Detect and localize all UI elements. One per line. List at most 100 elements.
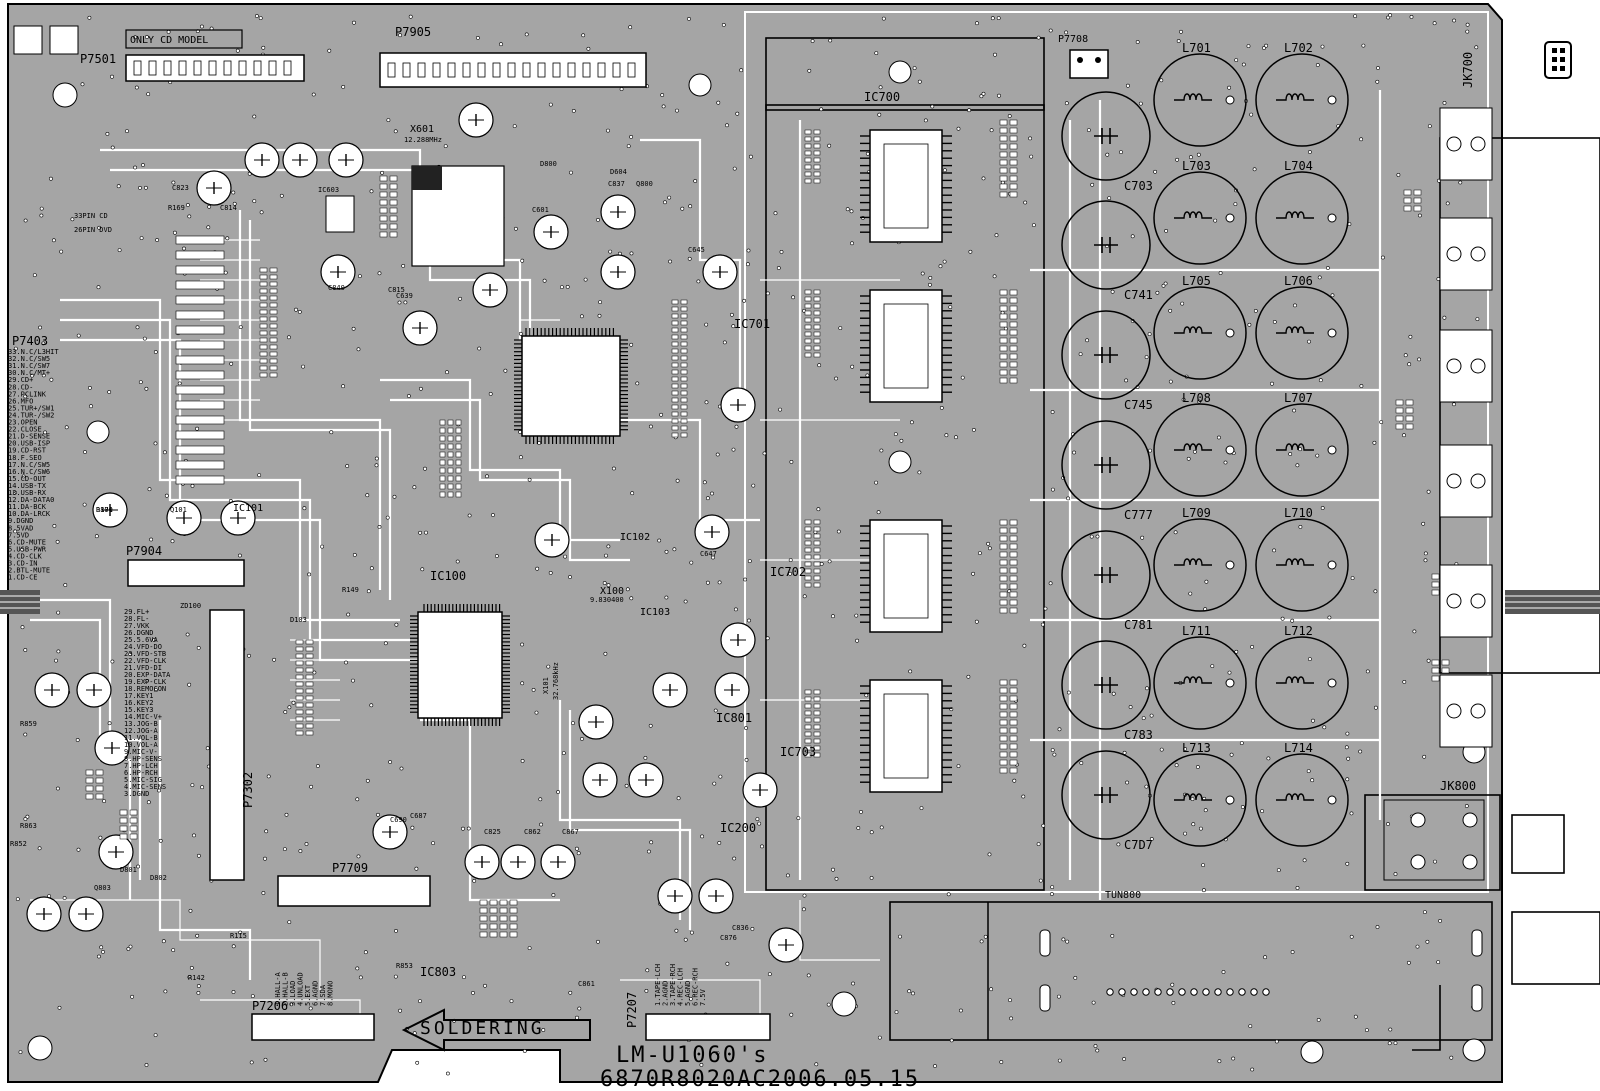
component-ref-label: R115 <box>230 932 247 940</box>
tuner-box <box>889 901 1493 1041</box>
pin-label: 12.DA-DATA0 <box>8 496 54 504</box>
big-cap-label-6: C7D7 <box>1124 838 1153 852</box>
component-ref-label: C639 <box>396 292 413 300</box>
mounting-holes <box>27 60 1486 1064</box>
inductor-label-0: L701 <box>1182 41 1211 55</box>
pin-label: 26.DGND <box>124 629 154 637</box>
ic100-label: IC100 <box>430 569 466 583</box>
pin-label: 22.VFD-CLK <box>124 657 167 665</box>
pin-label: 7.5V <box>699 988 707 1006</box>
pin-label: 17.KEY1 <box>124 692 154 700</box>
pin-label: 1.TAPE-LCH <box>654 964 662 1006</box>
component-ref-label: C645 <box>688 246 705 254</box>
big-capacitors <box>1061 91 1151 840</box>
big-cap-label-1: C741 <box>1124 288 1153 302</box>
pin-label: 1.CD-CE <box>8 574 38 582</box>
p7302-label: P7302 <box>241 772 255 808</box>
ic101-label: IC101 <box>233 503 263 514</box>
ic-main-dsp-chip <box>514 328 628 444</box>
pin-label: 24.TUR-/SW2 <box>8 411 54 419</box>
pin-label: 11.DA-BCK <box>8 503 47 511</box>
jk700-jack-block <box>1439 137 1600 674</box>
pin-label: 2.AGND <box>662 981 670 1006</box>
mounting-hole <box>86 420 110 444</box>
pin-label: 8.5VAD <box>8 524 33 532</box>
pin-label: 27.PCLINK <box>8 390 47 398</box>
pin-label: 33.N.C/L3HIT <box>8 348 59 356</box>
pin-label: 5.AGND <box>684 981 692 1006</box>
pin-label: 20.USB-ISP <box>8 440 50 448</box>
pin-label: 3.CD-IN <box>8 560 38 568</box>
board-outline <box>7 3 1503 1083</box>
pin-label: 23.VFD-STB <box>124 650 166 658</box>
inductor-label-8: L709 <box>1182 506 1211 520</box>
inductor-label-7: L707 <box>1284 391 1313 405</box>
pin-label: 32.N.C/SW5 <box>8 355 50 363</box>
component-ref-label: R169 <box>168 204 185 212</box>
p7403-footprint <box>175 235 225 485</box>
inductor-label-4: L705 <box>1182 274 1211 288</box>
component-ref-label: D800 <box>540 160 557 168</box>
pin-label: 24.VFD-DO <box>124 643 162 651</box>
pin-label: 21.D-SENSE <box>8 433 50 441</box>
tun800-label: TUN800 <box>1105 890 1141 901</box>
mounting-hole <box>888 60 912 84</box>
mounting-hole <box>1462 1038 1486 1062</box>
pin-label: 27.VKK <box>124 622 150 630</box>
switch-label-cd: 33PIN CD <box>74 212 108 220</box>
pin-label: 28.FL- <box>124 615 149 623</box>
mounting-hole <box>888 450 912 474</box>
inductor-label-6: L708 <box>1182 391 1211 405</box>
pin-label: 3.DGND <box>124 790 149 798</box>
p7708-label: P7708 <box>1058 34 1088 45</box>
pin-label: 26.MFO <box>8 397 33 405</box>
inductor-label-10: L711 <box>1182 624 1211 638</box>
soldering-arrow <box>401 1008 591 1052</box>
ic701-label: IC701 <box>734 317 770 331</box>
component-ref-label: C601 <box>532 206 549 214</box>
pin-label: 16.N.C/SW6 <box>8 468 50 476</box>
pin-label: 25.TUR+/SW1 <box>8 404 54 412</box>
pin-label: 7.HP-LCH <box>124 762 158 770</box>
pin-label: 21.VFD-DI <box>124 664 162 672</box>
pin-label: 31.N.C/SW7 <box>8 362 50 370</box>
pin-label: 30.N.C/MT+ <box>8 369 50 377</box>
component-ref-label: C690 <box>390 816 407 824</box>
ic700-area-outline <box>765 37 1045 111</box>
header-p7302 <box>209 609 245 881</box>
mounting-hole <box>688 73 712 97</box>
component-ref-label: C815 <box>388 286 405 294</box>
component-ref-label: C876 <box>720 934 737 942</box>
pin-label: 19.EXP-CLK <box>124 678 167 686</box>
ic200-label: IC200 <box>720 821 756 835</box>
component-ref-label: D604 <box>610 168 627 176</box>
part-number-label: 6870R8020AC2006.05.15 <box>600 1067 920 1091</box>
header-p7904 <box>127 559 245 587</box>
pin-label: 18.F.SEO <box>8 454 42 462</box>
component-ref-label: C862 <box>524 828 541 836</box>
header-p7207 <box>645 1013 771 1041</box>
component-ref-label: C814 <box>220 204 237 212</box>
inductor-label-5: L706 <box>1284 274 1313 288</box>
ic100-chip <box>410 604 510 726</box>
amp-ics <box>860 129 952 793</box>
inductor-label-12: L713 <box>1182 741 1211 755</box>
big-cap-label-2: C745 <box>1124 398 1153 412</box>
pin-label: 28.CD- <box>8 383 33 391</box>
pin-label: 13.USB-RX <box>8 489 47 497</box>
jk700-jacks <box>1383 107 1493 881</box>
pin-label: 3.LOAD <box>289 981 297 1006</box>
mounting-hole <box>1300 1040 1324 1064</box>
pin-label: 15.CD-OUT <box>8 475 47 483</box>
pin-label: 6.HP-RCH <box>124 769 158 777</box>
p7905-label: P7905 <box>395 25 431 39</box>
pin-label: 14.MIC-V+ <box>124 713 162 721</box>
component-ref-label: C861 <box>578 980 595 988</box>
component-ref-label: Q803 <box>94 884 111 892</box>
jk700-label: JK700 <box>1461 52 1475 88</box>
mounting-hole <box>831 991 857 1017</box>
ic603-chip <box>325 195 355 233</box>
big-cap-label-0: C703 <box>1124 179 1153 193</box>
inductor-label-3: L704 <box>1284 159 1313 173</box>
ic702-label: IC702 <box>770 565 806 579</box>
